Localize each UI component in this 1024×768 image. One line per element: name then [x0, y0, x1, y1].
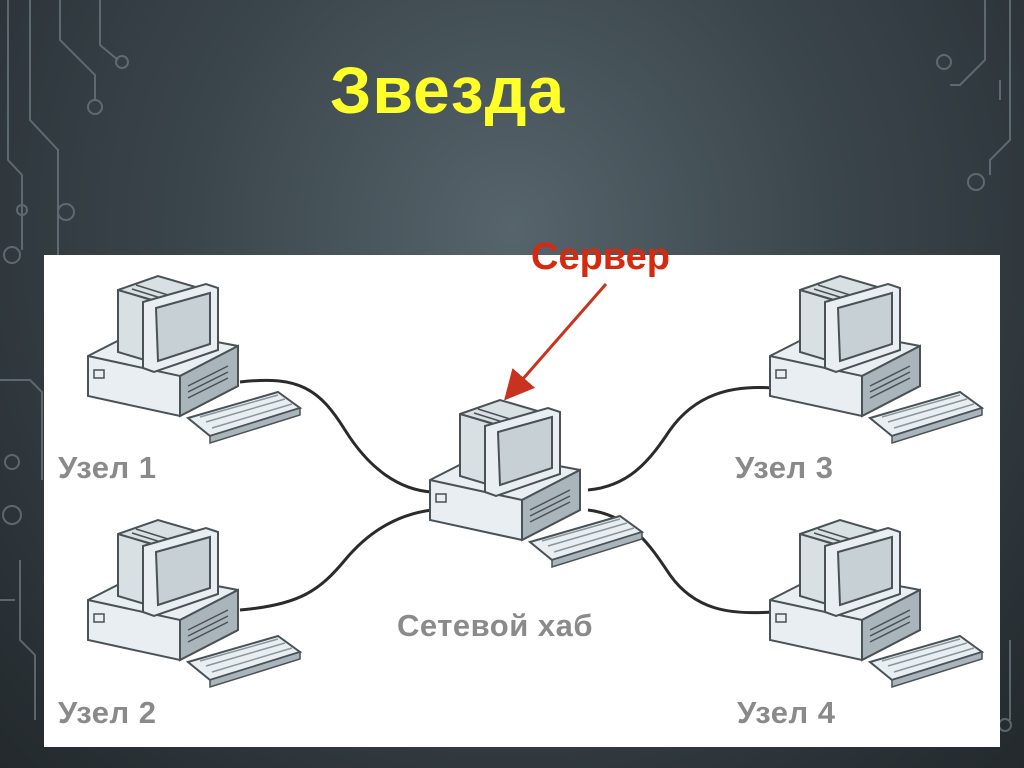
computer-node-4-icon [769, 519, 983, 688]
computer-node-2-icon [87, 519, 301, 688]
hub-label: Сетевой хаб [397, 608, 594, 643]
computer-node-1-icon [87, 275, 301, 444]
hub-server-icon [429, 399, 643, 568]
cable-node-1 [239, 378, 433, 494]
server-arrow [504, 283, 608, 401]
computer-node-3-icon [769, 275, 983, 444]
cable-node-2 [239, 508, 433, 612]
node-1-label: Узел 1 [58, 450, 157, 485]
node-4-label: Узел 4 [737, 695, 836, 730]
node-2-label: Узел 2 [58, 695, 157, 730]
slide-title: Звезда [330, 53, 566, 127]
server-label: Сервер [531, 236, 670, 278]
node-3-label: Узел 3 [735, 450, 834, 485]
cable-node-3 [587, 386, 773, 492]
